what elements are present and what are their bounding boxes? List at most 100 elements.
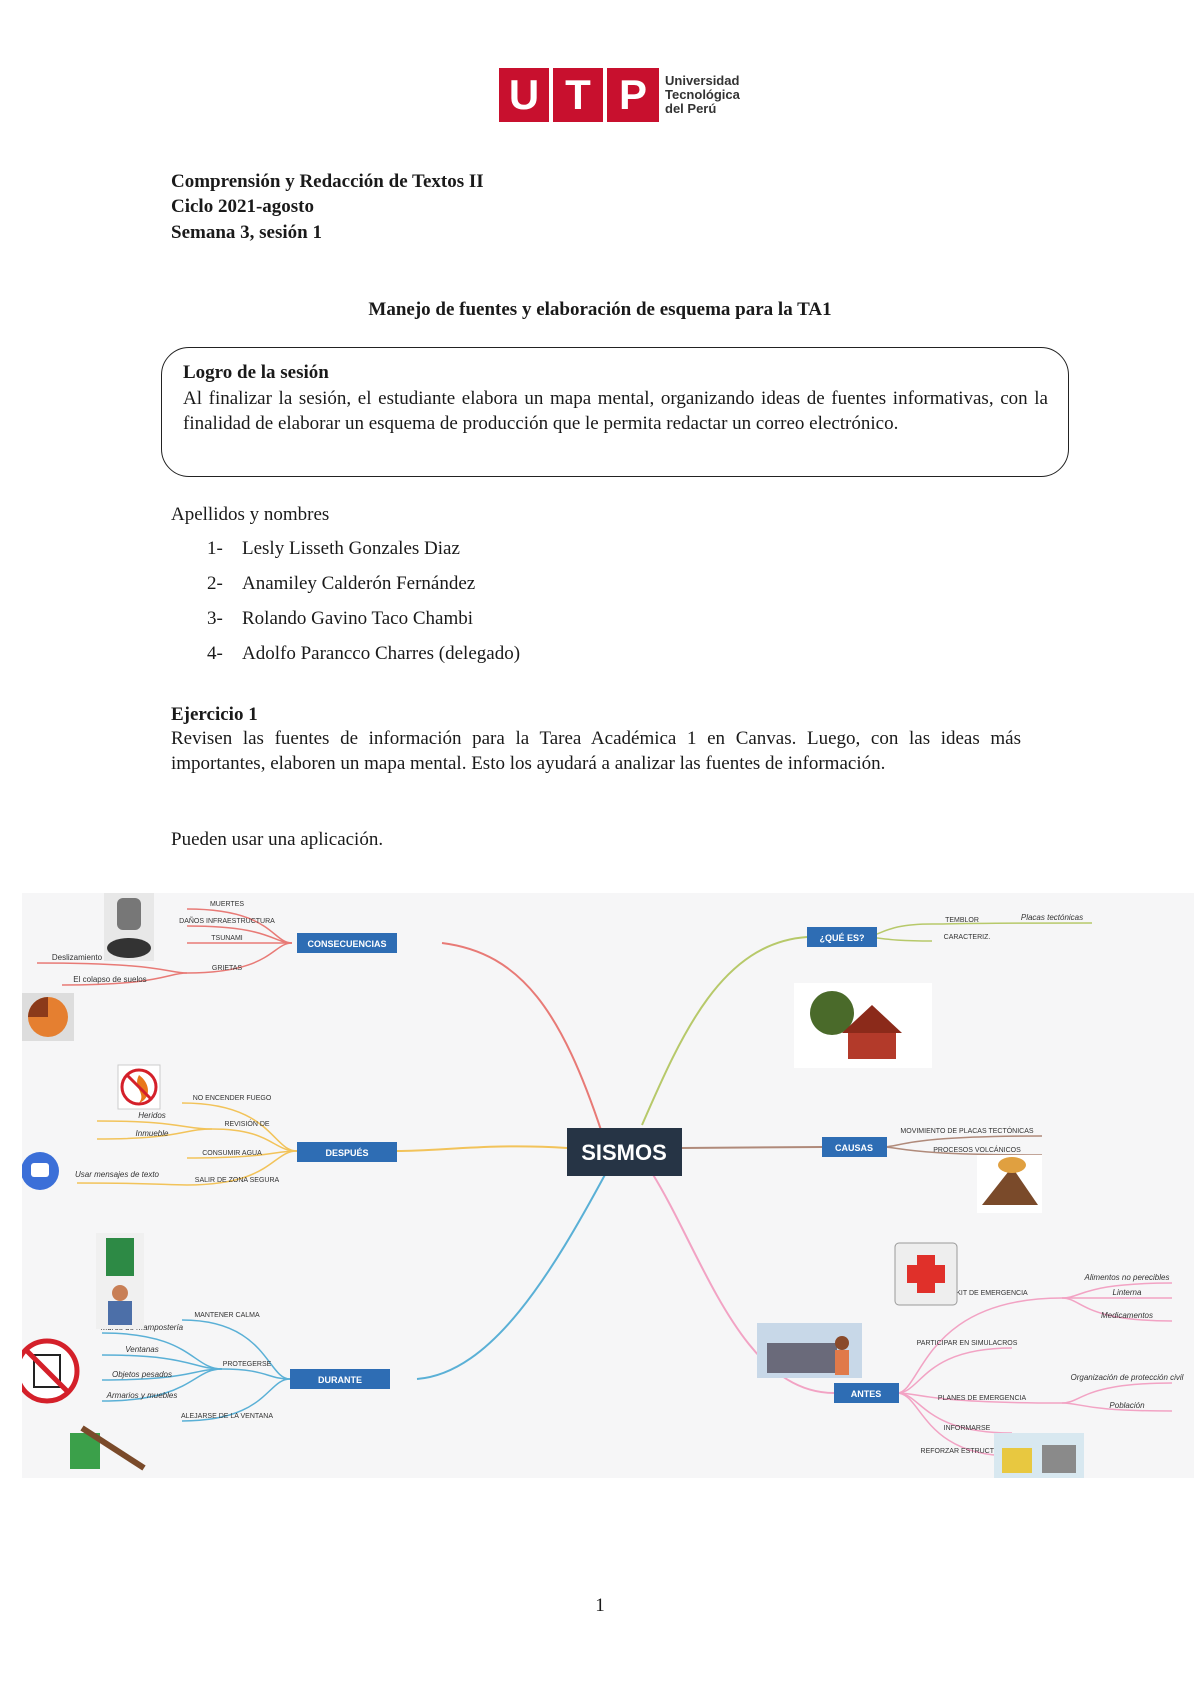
- node-consecuencias: [297, 933, 397, 953]
- page-number: 1: [595, 1595, 605, 1616]
- map-label: REVISIÓN DE: [224, 1119, 269, 1128]
- map-label: MUERTES: [210, 901, 244, 908]
- member-number: 2-: [207, 573, 223, 594]
- exercise-text: Revisen las fuentes de información para …: [171, 728, 1021, 774]
- cycle: Ciclo 2021-agosto: [171, 196, 315, 217]
- logo-box-u: [499, 68, 549, 122]
- branch-causas-line: [681, 1146, 823, 1149]
- member-number: 3-: [207, 608, 223, 629]
- utp-logo: U T P Universidad Tecnológica del Perú: [499, 68, 740, 122]
- member-item: 1- Lesly Lisseth Gonzales Diaz: [207, 538, 460, 560]
- sub-line: [61, 972, 188, 986]
- sub-line: [36, 962, 188, 974]
- sub-line: [221, 1368, 291, 1380]
- reinforce-structures-icon: [994, 1433, 1084, 1478]
- logo-line-3: del Perú: [665, 101, 717, 116]
- map-label: DAÑOS INFRAESTRUCTURA: [179, 916, 275, 925]
- exercise-heading: Ejercicio 1: [171, 704, 258, 725]
- mind-map: SISMOS CONSECUENCIAS DESPUÉS DURANTE ¿QU…: [14, 893, 1194, 1478]
- map-label: CONSUMIR AGUA: [202, 1150, 262, 1157]
- volcano-icon: [977, 1155, 1042, 1213]
- map-label: MANTENER CALMA: [194, 1312, 260, 1319]
- node-antes-label: ANTES: [851, 1389, 882, 1399]
- map-label: Alimentos no perecibles: [1084, 1273, 1170, 1282]
- map-label: Objetos pesados: [112, 1370, 172, 1379]
- node-durante: [290, 1369, 390, 1389]
- week-session: Semana 3, sesión 1: [171, 222, 322, 243]
- map-label: SALIR DE ZONA SEGURA: [195, 1177, 280, 1184]
- first-aid-kit-icon: [894, 1242, 958, 1306]
- map-label: Usar mensajes de texto: [75, 1170, 160, 1179]
- message-icon: [21, 1152, 59, 1190]
- member-number: 1-: [207, 538, 223, 559]
- map-label: PROTEGERSE: [223, 1361, 272, 1368]
- center-label: SISMOS: [581, 1140, 667, 1165]
- sub-line: [881, 1146, 1043, 1156]
- member-name: Adolfo Parancco Charres (delegado): [242, 643, 521, 664]
- sub-line: [76, 1182, 188, 1186]
- sub-line: [896, 1297, 1063, 1394]
- node-despues: [297, 1142, 397, 1162]
- gravestone-icon: [104, 893, 154, 961]
- member-name: Anamiley Calderón Fernández: [242, 573, 476, 594]
- map-label: Medicamentos: [1101, 1311, 1153, 1320]
- evacuation-drill-icon: [757, 1323, 862, 1378]
- logo-letter-t: T: [565, 71, 591, 118]
- logo-letter-u: U: [508, 71, 540, 118]
- node-causas-label: CAUSAS: [835, 1143, 873, 1153]
- sub-line: [881, 1135, 1043, 1148]
- sub-line: [896, 1392, 1013, 1457]
- map-label: MOVIMIENTO DE PLACAS TECTÓNICAS: [900, 1126, 1033, 1135]
- node-que-es: [807, 927, 877, 947]
- sub-line: [896, 1392, 1063, 1404]
- node-consecuencias-label: CONSECUENCIAS: [307, 939, 386, 949]
- map-label: INFORMARSE: [944, 1425, 991, 1432]
- sub-line: [96, 1128, 213, 1140]
- map-label: Armarios y muebles: [106, 1391, 178, 1400]
- member-name: Rolando Gavino Taco Chambi: [242, 608, 474, 629]
- member-number: 4-: [207, 643, 223, 664]
- map-label: KIT DE EMERGENCIA: [956, 1290, 1028, 1297]
- logo-line-2: Tecnológica: [665, 87, 740, 102]
- family-icon: [96, 1233, 144, 1329]
- no-elevator-icon: [14, 1338, 80, 1404]
- node-durante-label: DURANTE: [318, 1375, 362, 1385]
- map-label: ALEJARSE DE LA VENTANA: [181, 1413, 273, 1420]
- document-title: Manejo de fuentes y elaboración de esque…: [368, 299, 832, 320]
- map-label: GRIETAS: [212, 965, 243, 972]
- map-label: Placas tectónicas: [1021, 913, 1083, 922]
- node-que-es-label: ¿QUÉ ES?: [819, 933, 864, 943]
- member-name: Lesly Lisseth Gonzales Diaz: [242, 538, 460, 559]
- sub-line: [181, 1102, 298, 1152]
- sub-line: [211, 1128, 298, 1152]
- members-label: Apellidos y nombres: [171, 504, 330, 525]
- map-label: NO ENCENDER FUEGO: [193, 1095, 272, 1102]
- map-label: Población: [1109, 1401, 1145, 1410]
- map-label: PLANES DE EMERGENCIA: [938, 1395, 1027, 1402]
- logo-wordmark: Universidad Tecnológica del Perú: [665, 74, 740, 116]
- map-label: El colapso de suelos: [73, 975, 146, 984]
- member-item: 2- Anamiley Calderón Fernández: [207, 573, 475, 595]
- node-despues-label: DESPUÉS: [325, 1148, 368, 1158]
- map-label: PROCESOS VOLCÁNICOS: [933, 1145, 1021, 1154]
- member-item: 3- Rolando Gavino Taco Chambi: [207, 608, 473, 630]
- map-label: PARTICIPAR EN SIMULACROS: [917, 1340, 1018, 1347]
- sub-line: [96, 1120, 213, 1130]
- sub-line: [181, 1319, 291, 1380]
- exercise-note: Pueden usar una aplicación.: [171, 829, 384, 850]
- map-label: CARACTERIZ.: [944, 934, 991, 941]
- branch-consecuencias-line: [441, 942, 603, 1134]
- map-label: REFORZAR ESTRUCTURAS: [921, 1448, 1014, 1455]
- sub-line: [1061, 1402, 1173, 1412]
- map-label: TEMBLOR: [945, 917, 979, 924]
- logro-text: Al finalizar la sesión, el estudiante el…: [183, 388, 1048, 434]
- logo-box-t: [553, 68, 603, 122]
- member-item: 4- Adolfo Parancco Charres (delegado): [207, 643, 520, 665]
- logro-box: Logro de la sesión Al finalizar la sesió…: [161, 347, 1069, 477]
- map-label: TSUNAMI: [211, 935, 243, 942]
- logo-box-p: [607, 68, 659, 122]
- house-earthquake-icon: [794, 983, 932, 1068]
- logo-line-1: Universidad: [665, 73, 740, 88]
- sub-line: [186, 942, 293, 974]
- map-label: Inmueble: [136, 1129, 169, 1138]
